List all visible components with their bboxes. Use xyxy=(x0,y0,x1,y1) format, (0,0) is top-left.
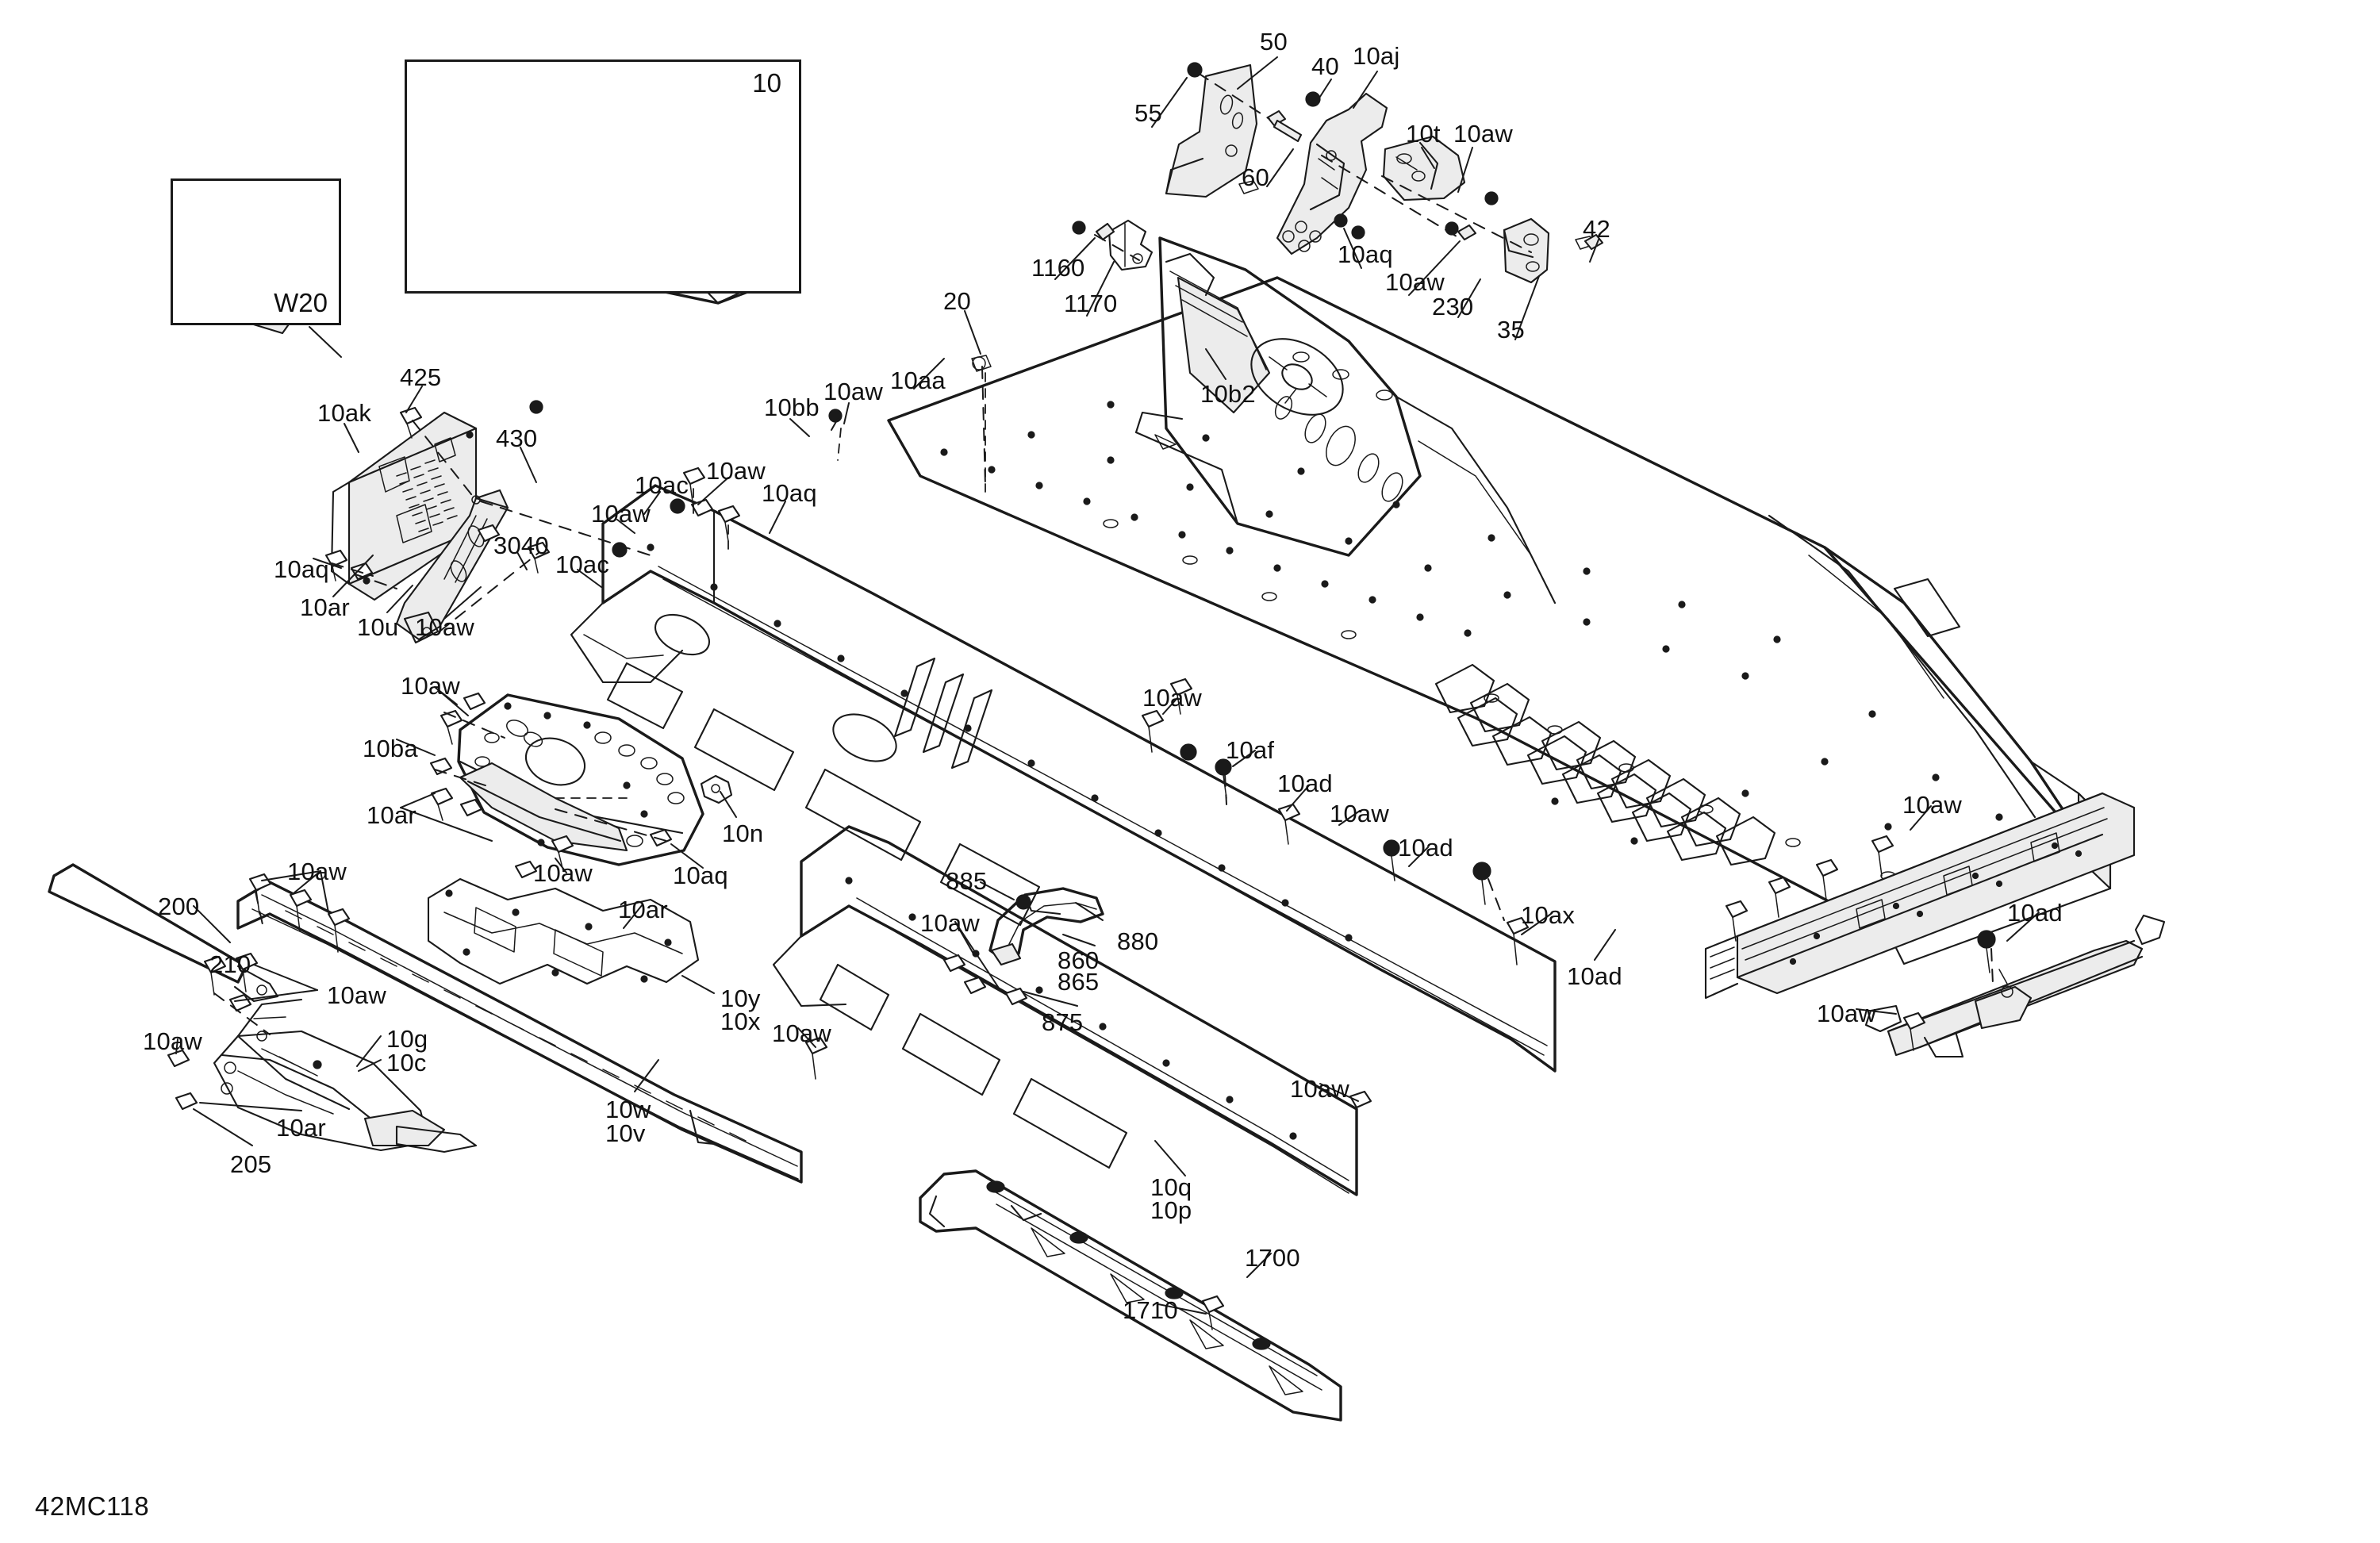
callout-430: 430 xyxy=(496,424,538,452)
callout-860: 860 xyxy=(1058,946,1100,974)
callout-880: 880 xyxy=(1117,927,1159,955)
callout-875: 875 xyxy=(1042,1008,1084,1036)
callout-1700: 1700 xyxy=(1245,1244,1300,1272)
callout-230: 230 xyxy=(1432,293,1474,320)
callout-885: 885 xyxy=(946,867,988,895)
callout-10ad-1: 10ad xyxy=(1277,770,1333,797)
callout-10p: 10p xyxy=(1150,1196,1192,1224)
callout-10aw-12: 10aw xyxy=(1817,1000,1876,1027)
callout-10aq-3: 10aq xyxy=(274,555,329,583)
callout-42: 42 xyxy=(1583,215,1610,243)
inset-box-10: 10 xyxy=(405,59,801,294)
callout-10aw-16: 10aw xyxy=(143,1027,202,1055)
callout-10aw-1: 10aw xyxy=(1453,120,1513,148)
front-heat-exchanger-plate xyxy=(457,693,704,866)
callout-40: 40 xyxy=(1311,52,1339,80)
callout-10u: 10u xyxy=(357,613,399,641)
callout-10bb: 10bb xyxy=(764,393,820,421)
callout-10aw-5: 10aw xyxy=(591,500,651,528)
callout-10c: 10c xyxy=(386,1049,427,1077)
callout-1710: 1710 xyxy=(1123,1296,1178,1324)
callout-10b2: 10b2 xyxy=(1200,380,1256,408)
seat-frame-mechanism xyxy=(213,998,478,1153)
callout-35: 35 xyxy=(1497,316,1525,344)
long-rod-200 xyxy=(48,863,279,1003)
drawing-reference-number: 42MC118 xyxy=(35,1491,150,1521)
right-long-beam xyxy=(1704,792,2136,1000)
cross-member xyxy=(1864,914,2166,1058)
clip-10n xyxy=(700,774,733,804)
callout-10ad-3: 10ad xyxy=(1567,962,1622,990)
callout-10v: 10v xyxy=(605,1119,646,1147)
callout-10x: 10x xyxy=(720,1008,761,1035)
callout-10aq-2: 10aq xyxy=(762,479,817,507)
callout-10aw-13: 10aw xyxy=(920,909,980,937)
callout-10ar-4: 10ar xyxy=(618,896,668,923)
construction-axes xyxy=(555,372,986,799)
left-running-board xyxy=(330,411,478,601)
callout-10ad-4: 10ad xyxy=(2007,899,2063,927)
callout-10w: 10w xyxy=(605,1096,651,1123)
rear-bumper xyxy=(919,1169,1342,1422)
callout-50: 50 xyxy=(1260,28,1288,56)
callout-10q: 10q xyxy=(1150,1173,1192,1201)
callout-10ar-3: 10ar xyxy=(276,1114,326,1142)
callout-1170: 1170 xyxy=(1064,290,1118,317)
callout-425: 425 xyxy=(400,363,442,391)
callout-10ax: 10ax xyxy=(1521,901,1576,929)
callout-10aw-9: 10aw xyxy=(1142,684,1202,712)
callout-10t: 10t xyxy=(1406,120,1441,148)
callout-1160: 1160 xyxy=(1031,254,1085,282)
tunnel-rear-rails xyxy=(1768,514,2112,890)
callout-10aq-4: 10aq xyxy=(673,862,728,889)
inset-10-label: 10 xyxy=(752,68,781,98)
callout-10ar-1: 10ar xyxy=(300,593,350,621)
callout-865: 865 xyxy=(1058,968,1100,996)
callout-10aw-11: 10aw xyxy=(1902,791,1962,819)
tunnel-deck-assembly xyxy=(887,276,2112,965)
callout-10aw-6: 10aw xyxy=(415,613,474,641)
callout-55: 55 xyxy=(1134,99,1162,127)
callout-10aw-14: 10aw xyxy=(287,858,347,885)
callout-200: 200 xyxy=(158,892,200,920)
callout-10aw-7: 10aw xyxy=(401,672,460,700)
callout-10n: 10n xyxy=(722,819,764,847)
callout-10aw-17: 10aw xyxy=(772,1019,831,1047)
callout-10g: 10g xyxy=(386,1025,428,1053)
lower-left-brace xyxy=(427,877,700,985)
callout-10y: 10y xyxy=(720,985,761,1012)
callout-10aw-18: 10aw xyxy=(1290,1075,1349,1103)
callout-10aj: 10aj xyxy=(1353,42,1400,70)
callout-10ak: 10ak xyxy=(317,399,372,427)
callout-10ba: 10ba xyxy=(363,735,418,762)
callout-10aa: 10aa xyxy=(890,367,946,394)
inset-w20-label: W20 xyxy=(274,288,328,317)
callout-10aw-10: 10aw xyxy=(1330,800,1389,827)
callout-10aw-15: 10aw xyxy=(327,981,386,1009)
left-bulkhead xyxy=(1134,236,1557,605)
inset-box-w20: W20 xyxy=(171,178,341,325)
callout-210: 210 xyxy=(209,950,251,978)
callout-10ar-2: 10ar xyxy=(367,801,416,829)
callout-10af: 10af xyxy=(1226,736,1275,764)
callout-10aw-4: 10aw xyxy=(706,457,766,485)
callout-20: 20 xyxy=(943,287,971,315)
callout-10ad-2: 10ad xyxy=(1398,834,1453,862)
callout-10aw-8: 10aw xyxy=(533,859,593,887)
callout-10aq-1: 10aq xyxy=(1338,240,1393,268)
callout-10ac-1: 10ac xyxy=(635,471,689,499)
callout-205: 205 xyxy=(230,1150,272,1178)
callout-60: 60 xyxy=(1242,163,1269,191)
callout-3040: 3040 xyxy=(493,532,549,559)
callout-10ac-2: 10ac xyxy=(555,551,610,578)
top-right-bracket-cluster xyxy=(1107,63,1550,284)
callout-10aw-2: 10aw xyxy=(1385,268,1445,296)
callout-10aw-3: 10aw xyxy=(823,378,883,405)
